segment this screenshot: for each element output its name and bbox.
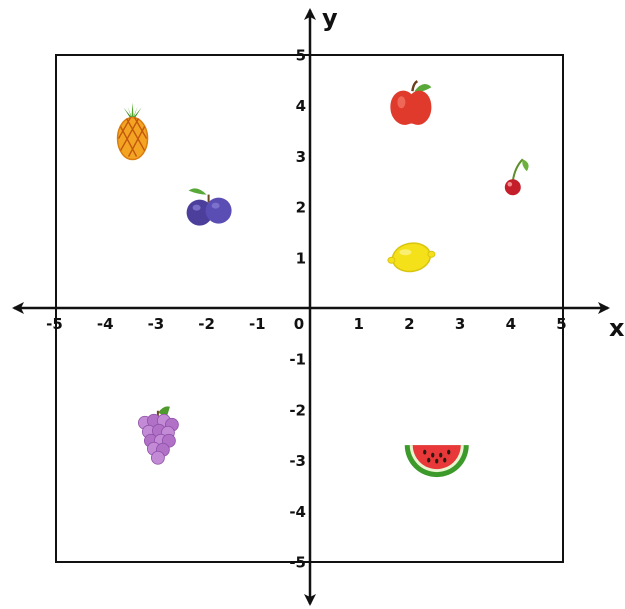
y-tick-label: 3 <box>296 148 306 166</box>
y-tick-label: 5 <box>296 47 306 65</box>
grapes-icon <box>137 406 179 465</box>
y-tick-label: -4 <box>289 503 306 521</box>
y-tick-label: -1 <box>289 351 306 369</box>
x-tick-label: 4 <box>506 315 516 333</box>
y-axis-label: y <box>322 4 338 32</box>
watermelon-icon <box>404 445 469 478</box>
pineapple-icon <box>116 102 149 161</box>
lemon-icon <box>387 242 436 273</box>
x-tick-label: -4 <box>97 315 114 333</box>
y-tick-label: 1 <box>296 249 306 267</box>
x-tick-label: 2 <box>404 315 414 333</box>
x-tick-label: -1 <box>249 315 266 333</box>
x-tick-label: -5 <box>46 315 63 333</box>
x-tick-label: 0 <box>294 315 304 333</box>
x-tick-labels: -5 -4 -3 -2 -1 0 1 2 3 4 5 <box>46 315 567 333</box>
apple-icon <box>390 80 432 125</box>
cherry-icon <box>504 158 529 196</box>
x-axis-label: x <box>609 314 625 342</box>
x-tick-label: -2 <box>198 315 215 333</box>
y-tick-labels: 5 4 3 2 1 -1 -2 -3 -4 -5 <box>289 47 306 572</box>
y-tick-label: -5 <box>289 554 306 572</box>
plum-icon <box>186 188 232 226</box>
fruit-points <box>116 80 529 478</box>
y-tick-label: -2 <box>289 401 306 419</box>
x-tick-label: -3 <box>148 315 165 333</box>
x-tick-label: 1 <box>353 315 363 333</box>
y-tick-label: -3 <box>289 452 306 470</box>
x-tick-label: 5 <box>556 315 566 333</box>
x-tick-label: 3 <box>455 315 465 333</box>
y-tick-label: 4 <box>296 97 306 115</box>
y-tick-label: 2 <box>296 199 306 217</box>
